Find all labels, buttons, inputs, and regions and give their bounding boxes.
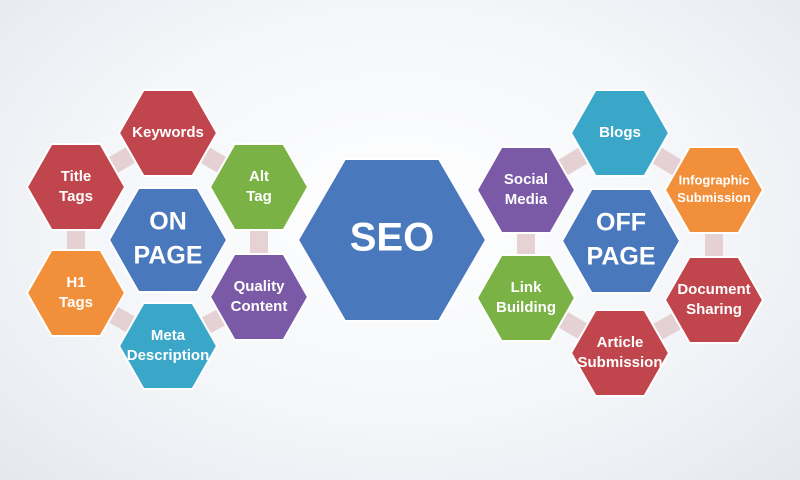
on-page-hub-label-line-1: ON bbox=[149, 208, 187, 236]
on-page-hub: ON PAGE bbox=[107, 187, 229, 293]
on-page-meta-description-shape bbox=[117, 302, 219, 390]
off-page-blogs: Blogs bbox=[569, 89, 671, 177]
off-page-social-media-label-line-2: Media bbox=[505, 191, 548, 208]
off-page-document-sharing-shape bbox=[663, 256, 765, 344]
seo-center-shape bbox=[296, 158, 488, 322]
on-page-h1-tags-shape bbox=[25, 249, 127, 337]
off-page-hub-shape bbox=[560, 188, 682, 294]
on-page-quality-content-label-line-2: Content bbox=[231, 298, 288, 315]
on-page-h1-tags-label-line-2: Tags bbox=[59, 294, 93, 311]
off-page-social-media-shape bbox=[475, 146, 577, 234]
off-page-hub: OFF PAGE bbox=[560, 188, 682, 294]
on-page-title-tags-label-line-2: Tags bbox=[59, 188, 93, 205]
on-page-meta-description-label-line-1: Meta bbox=[151, 327, 186, 344]
on-page-title-tags-label-line-1: Title bbox=[61, 168, 92, 185]
off-page-social-media-label-line-1: Social bbox=[504, 171, 548, 188]
on-page-keywords-label-line-1: Keywords bbox=[132, 124, 204, 141]
on-page-alt-tag-shape bbox=[208, 143, 310, 231]
off-page-document-sharing-label-line-2: Sharing bbox=[686, 301, 742, 318]
off-page-link-building-label-line-2: Building bbox=[496, 299, 556, 316]
on-page-hub-label-line-2: PAGE bbox=[134, 241, 203, 269]
off-page-link-building-label-line-1: Link bbox=[511, 279, 542, 296]
off-page-blogs-shape bbox=[569, 89, 671, 177]
off-page-infographic-submission-label-line-1: Infographic bbox=[679, 173, 750, 188]
off-page-link-building-shape bbox=[475, 254, 577, 342]
off-page-article-submission-shape bbox=[569, 309, 671, 397]
on-page-alt-tag-label-line-1: Alt bbox=[249, 168, 269, 185]
off-page-document-sharing-label-line-1: Document bbox=[677, 281, 750, 298]
on-page-keywords: Keywords bbox=[117, 89, 219, 177]
off-page-article-submission-label-line-1: Article bbox=[597, 334, 644, 351]
off-page-hub-label-line-2: PAGE bbox=[587, 242, 656, 270]
off-page-blogs-label-line-1: Blogs bbox=[599, 124, 641, 141]
on-page-keywords-shape bbox=[117, 89, 219, 177]
on-page-quality-content-shape bbox=[208, 253, 310, 341]
seo-center-label-line-1: SEO bbox=[350, 216, 434, 260]
on-page-h1-tags-label-line-1: H1 bbox=[66, 274, 85, 291]
off-page-infographic-submission-label-line-2: Submission bbox=[677, 190, 751, 205]
on-page-quality-content-label-line-1: Quality bbox=[234, 278, 286, 295]
off-page-article-submission-label-line-2: Submission bbox=[577, 354, 662, 371]
off-page-hub-label-line-1: OFF bbox=[596, 209, 646, 237]
on-page-title-tags-shape bbox=[25, 143, 127, 231]
on-page-meta-description-label-line-2: Description bbox=[127, 347, 210, 364]
on-page-alt-tag-label-line-2: Tag bbox=[246, 188, 272, 205]
off-page-infographic-submission-shape bbox=[663, 146, 765, 234]
seo-center: SEO bbox=[296, 158, 488, 322]
on-page-hub-shape bbox=[107, 187, 229, 293]
